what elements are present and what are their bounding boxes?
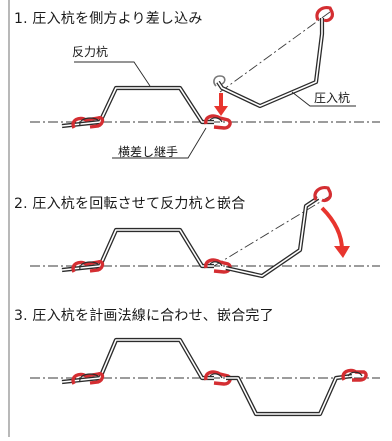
rotation-guide-line: [213, 195, 331, 267]
press-pile-top-joint-1: [315, 6, 334, 23]
press-in-pile-3: [226, 373, 353, 417]
leader-lateral-joint: [112, 127, 207, 159]
step-1-diagram: 反力杭 圧入杭 横差し継手: [30, 6, 380, 159]
press-pile-top-joint-2: [313, 186, 332, 203]
step-2-title: 2. 圧入杭を回転させて反力杭と嵌合: [14, 196, 246, 212]
step-3-title: 3. 圧入杭を計画法線に合わせ、嵌合完了: [14, 308, 274, 324]
leader-reaction-pile: [74, 61, 151, 87]
label-press-pile: 圧入杭: [314, 90, 350, 105]
lateral-joint-2: [204, 258, 232, 274]
leader-press-pile: [291, 91, 356, 107]
left-joint-1: [71, 116, 105, 129]
right-joint-3: [341, 368, 368, 382]
left-joint-2: [71, 260, 105, 273]
label-lateral-joint: 横差し継手: [118, 144, 178, 159]
left-joint-3: [71, 372, 105, 385]
step-2-diagram: [30, 186, 380, 279]
rotation-arrow: [320, 206, 344, 251]
press-pile-hook-1: [213, 75, 226, 87]
lateral-joint-1: [204, 114, 232, 130]
step-1-title: 1. 圧入杭を側方より差し込み: [14, 11, 203, 27]
label-reaction-pile: 反力杭: [72, 44, 108, 59]
insertion-guide-line: [219, 11, 331, 93]
step-3-diagram: [30, 337, 380, 417]
